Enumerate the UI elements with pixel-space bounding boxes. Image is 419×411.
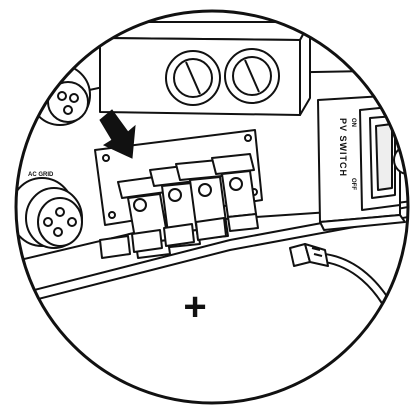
ac-grid-connector [16, 177, 83, 249]
pv-switch-label: PV SWITCH [338, 118, 348, 177]
top-connector-block [99, 21, 311, 116]
switch-off-label: OFF [350, 178, 356, 190]
diagram-content [16, 21, 408, 382]
pv-switch-panel [317, 94, 408, 231]
circular-frame [14, 9, 410, 405]
lower-fittings [99, 217, 227, 259]
ac-grid-label: AC GRID [28, 172, 54, 178]
arrow-down-right-icon [99, 109, 136, 159]
switch-on-label: ON [350, 118, 356, 127]
mc4-connector-4 [211, 153, 259, 232]
plus-sign: + [183, 285, 206, 329]
